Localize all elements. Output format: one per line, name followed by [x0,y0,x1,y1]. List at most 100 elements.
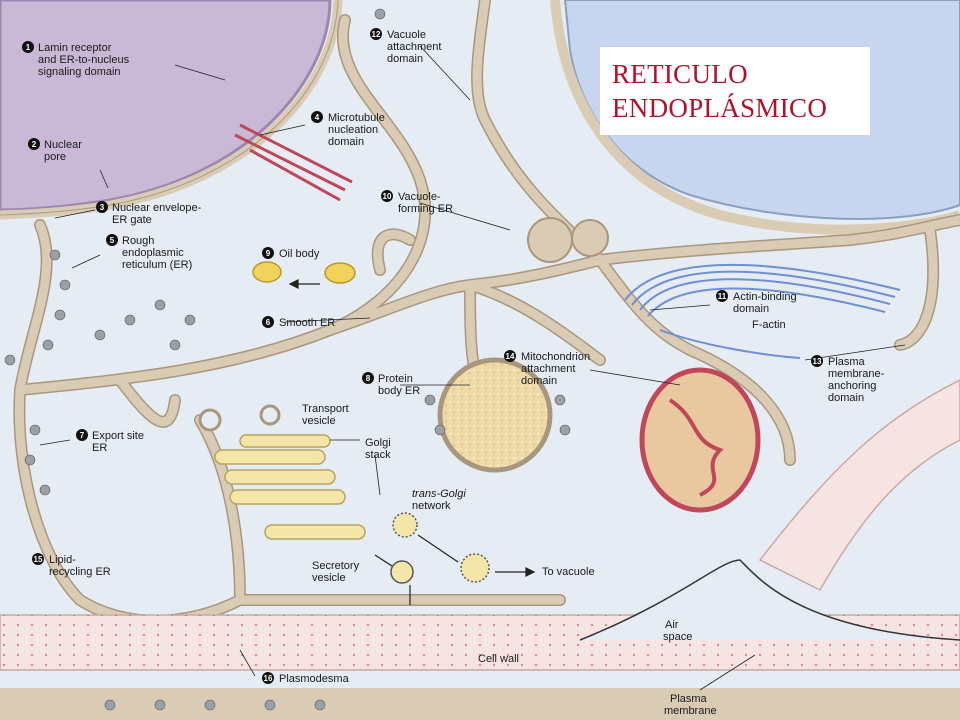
svg-text:Vacuole-: Vacuole- [398,191,441,203]
actin-filaments [624,263,901,359]
svg-text:endoplasmic: endoplasmic [122,247,184,259]
svg-text:1: 1 [26,43,31,52]
arrows [288,279,536,605]
svg-text:signaling domain: signaling domain [38,66,121,78]
svg-text:membrane: membrane [664,705,717,717]
svg-text:recycling ER: recycling ER [49,566,111,578]
title-box: RETICULO ENDOPLÁSMICO [600,47,870,135]
protein-body [437,357,553,473]
svg-text:forming ER: forming ER [398,203,453,215]
svg-text:Nuclear envelope-: Nuclear envelope- [112,202,202,214]
svg-text:2: 2 [32,140,37,149]
svg-text:Plasma: Plasma [828,356,866,368]
svg-text:10: 10 [383,192,392,201]
label-13: 13 Plasma membrane- anchoring domain [811,355,885,404]
plain-labels: Transport vesicle Golgi stack trans-Golg… [302,403,717,717]
svg-text:vesicle: vesicle [302,415,336,427]
to-vacuole-label: To vacuole [542,566,595,578]
label-15: 15 Lipid- recycling ER [32,553,111,578]
svg-text:12: 12 [372,30,381,39]
nucleus [0,0,343,220]
label-6: 6 Smooth ER [262,316,335,329]
svg-text:domain: domain [733,303,769,315]
vacuole-forming-er [527,217,609,263]
transport-vesicle-label: Transport [302,403,349,415]
svg-text:nucleation: nucleation [328,124,378,136]
er-network [13,0,960,627]
svg-text:stack: stack [365,449,391,461]
air-space-label: Air [665,619,679,631]
title-line-1: RETICULO [612,59,748,89]
title-line-2: ENDOPLÁSMICO [612,93,828,123]
svg-text:Lamin receptor: Lamin receptor [38,42,112,54]
svg-text:9: 9 [266,249,271,258]
label-7: 7 Export site ER [76,429,144,454]
svg-text:3: 3 [100,203,105,212]
label-3: 3 Nuclear envelope- ER gate [96,201,202,226]
secretory-vesicle-label: Secretory [312,560,360,572]
svg-text:domain: domain [521,375,557,387]
svg-text:vesicle: vesicle [312,572,346,584]
svg-text:4: 4 [315,113,320,122]
svg-text:reticulum (ER): reticulum (ER) [122,259,192,271]
svg-text:domain: domain [387,53,423,65]
svg-text:attachment: attachment [521,363,575,375]
label-16: 16 Plasmodesma [262,672,350,685]
svg-text:Export site: Export site [92,430,144,442]
label-14: 14 Mitochondrion attachment domain [504,350,590,387]
oil-bodies [252,261,356,284]
svg-text:8: 8 [366,374,371,383]
svg-text:Microtubule: Microtubule [328,112,385,124]
svg-text:attachment: attachment [387,41,441,53]
svg-text:5: 5 [110,236,115,245]
cell-wall-label: Cell wall [478,653,519,665]
svg-text:13: 13 [813,357,822,366]
svg-text:and ER-to-nucleus: and ER-to-nucleus [38,54,130,66]
svg-text:space: space [663,631,692,643]
microtubules [234,123,353,202]
svg-text:Plasmodesma: Plasmodesma [279,673,350,685]
svg-text:Smooth ER: Smooth ER [279,317,335,329]
svg-text:ER gate: ER gate [112,214,152,226]
label-4: 4 Microtubule nucleation domain [311,111,385,148]
ribosomes [4,8,571,711]
svg-text:membrane-: membrane- [828,368,885,380]
golgi-stack [214,434,366,540]
svg-text:Nuclear: Nuclear [44,139,82,151]
svg-text:F-actin: F-actin [752,319,786,331]
svg-text:body ER: body ER [378,385,420,397]
vesicles [198,404,490,584]
svg-text:anchoring: anchoring [828,380,876,392]
svg-text:ER: ER [92,442,107,454]
svg-text:7: 7 [80,431,85,440]
label-2: 2 Nuclear pore [28,138,82,163]
svg-text:domain: domain [328,136,364,148]
plasma-membrane-label: Plasma [670,693,708,705]
svg-text:pore: pore [44,151,66,163]
svg-text:Mitochondrion: Mitochondrion [521,351,590,363]
label-1: 1 Lamin receptor and ER-to-nucleus signa… [22,41,130,78]
label-11: 11 Actin-binding domain F-actin [716,290,797,331]
svg-text:domain: domain [828,392,864,404]
svg-text:network: network [412,500,451,512]
svg-text:16: 16 [264,674,273,683]
svg-text:Rough: Rough [122,235,154,247]
label-8: 8 Protein body ER [362,372,420,397]
svg-text:Vacuole: Vacuole [387,29,426,41]
trans-golgi-label: trans-Golgi [412,488,466,500]
svg-text:Protein: Protein [378,373,413,385]
mitochondrion [639,367,761,513]
svg-text:Lipid-: Lipid- [49,554,76,566]
cell-wall [0,379,960,720]
golgi-stack-label: Golgi [365,437,391,449]
label-12: 12 Vacuole attachment domain [370,28,441,65]
svg-text:Oil body: Oil body [279,248,320,260]
svg-text:15: 15 [34,555,43,564]
label-9: 9 Oil body [262,247,320,260]
label-10: 10 Vacuole- forming ER [381,190,453,215]
label-5: 5 Rough endoplasmic reticulum (ER) [106,234,192,271]
svg-text:14: 14 [506,352,515,361]
svg-text:11: 11 [718,292,727,301]
svg-text:6: 6 [266,318,271,327]
svg-text:Actin-binding: Actin-binding [733,291,797,303]
